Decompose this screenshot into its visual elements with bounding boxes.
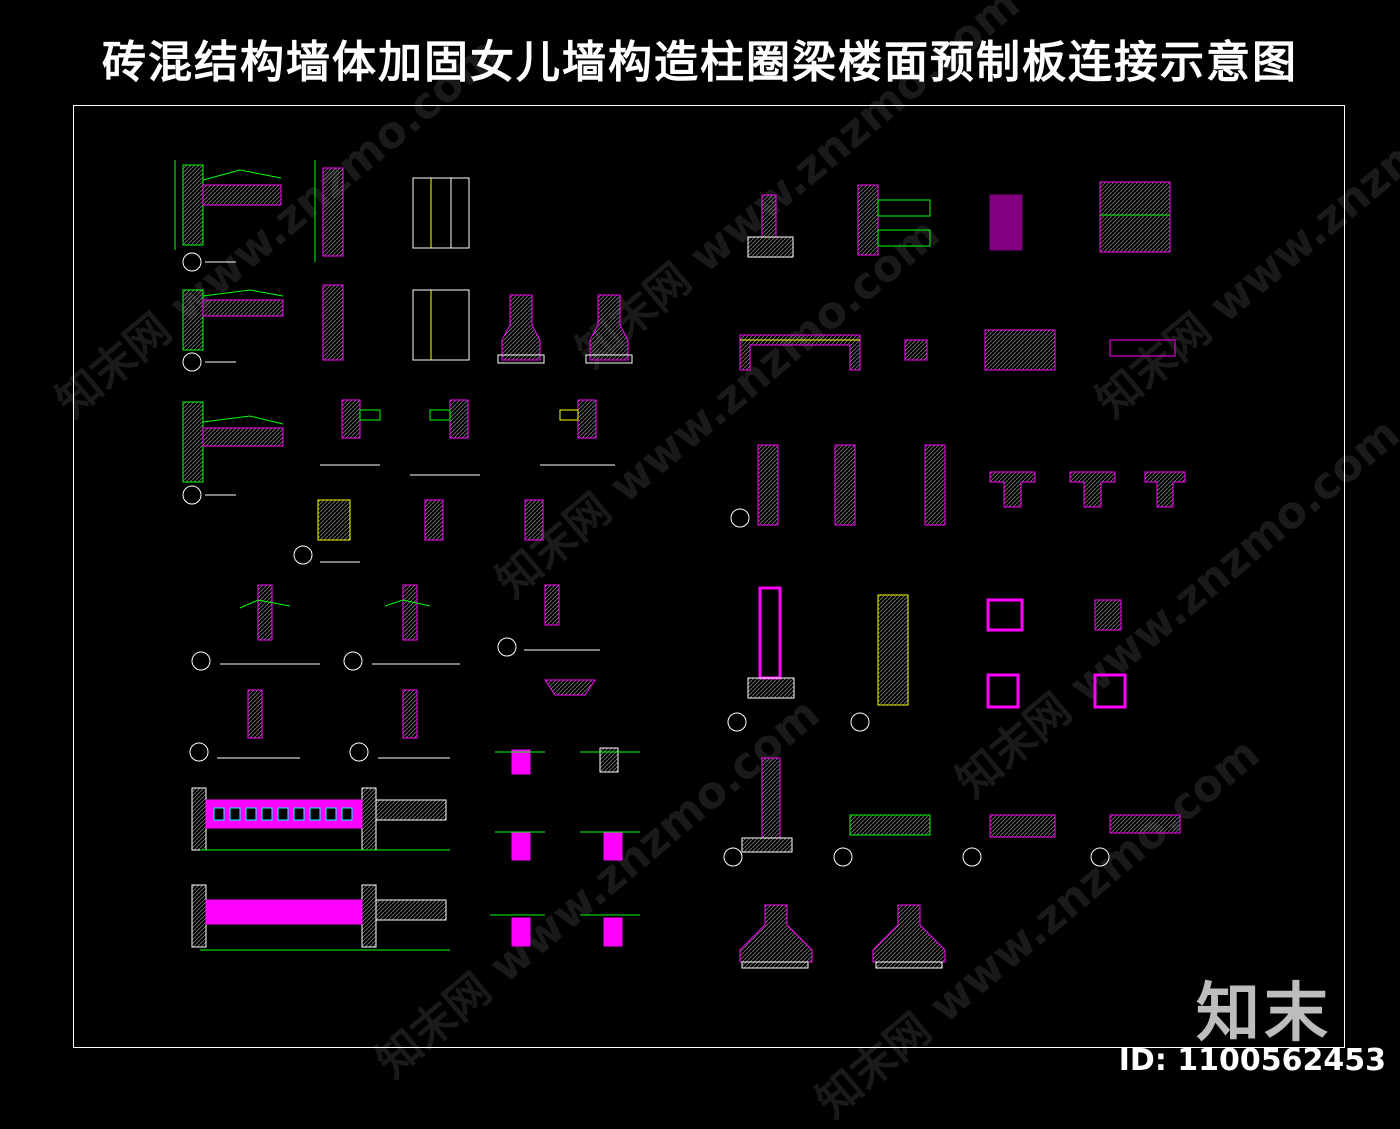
drawing-frame — [73, 105, 1345, 1048]
detail-6-7-connection-sections — [189, 584, 600, 762]
detail-1-parapet-section — [174, 160, 282, 272]
wall-elevation-details — [314, 160, 470, 361]
parapet-column-sections — [730, 444, 1186, 528]
detail-10-11-column-elevations — [727, 586, 1127, 732]
ring-beam-elevation-1 — [191, 787, 450, 851]
detail-12-15-slab-connections — [723, 757, 1181, 867]
ring-beam-elevation-2 — [191, 884, 450, 951]
cad-drawing-sheet — [174, 160, 1186, 969]
precast-slab-nodes — [490, 679, 640, 947]
document-id: ID: 1100562453 — [1118, 1043, 1386, 1078]
brand-logo: 知末 — [1196, 977, 1332, 1051]
detail-2-parapet-section — [182, 289, 284, 372]
foundation-reinforcement-details — [739, 904, 946, 969]
footing-details — [497, 294, 633, 364]
constructional-column-plans — [747, 181, 1171, 258]
detail-4-column-sections — [293, 499, 544, 565]
beam-wall-node-details — [320, 399, 615, 476]
ring-beam-sections-row — [739, 329, 1176, 371]
drawing-title: 砖混结构墙体加固女儿墙构造柱圈梁楼面预制板连接示意图 — [102, 37, 1298, 88]
detail-3-parapet-section — [182, 401, 284, 505]
